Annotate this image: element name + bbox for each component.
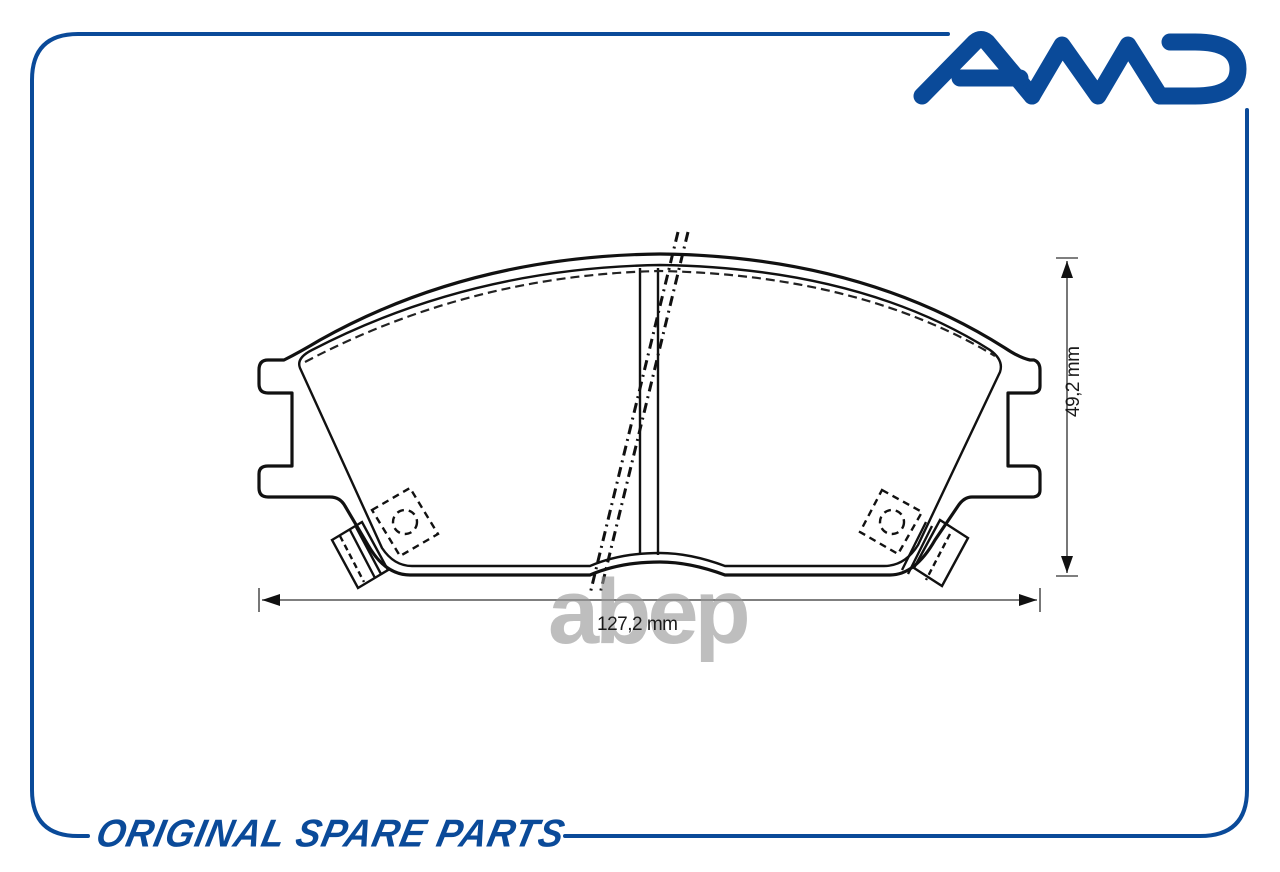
frame-border (30, 32, 1249, 838)
width-dimension-label: 127,2 mm (597, 614, 678, 635)
centerline (588, 231, 690, 595)
height-dimension-line (1056, 257, 1078, 577)
left-wear-clip (330, 486, 440, 590)
amd-logo (913, 31, 1247, 105)
original-spare-parts-tagline: ORIGINAL SPARE PARTS (92, 811, 570, 855)
width-dimension-line (258, 588, 1041, 612)
friction-material-outline (298, 263, 1003, 568)
brake-pad-backing-plate (257, 252, 1042, 577)
dashed-contour (304, 269, 996, 363)
right-wear-clip (858, 488, 970, 588)
height-dimension-label: 49,2 mm (1063, 346, 1084, 417)
watermark: abep (548, 561, 751, 663)
